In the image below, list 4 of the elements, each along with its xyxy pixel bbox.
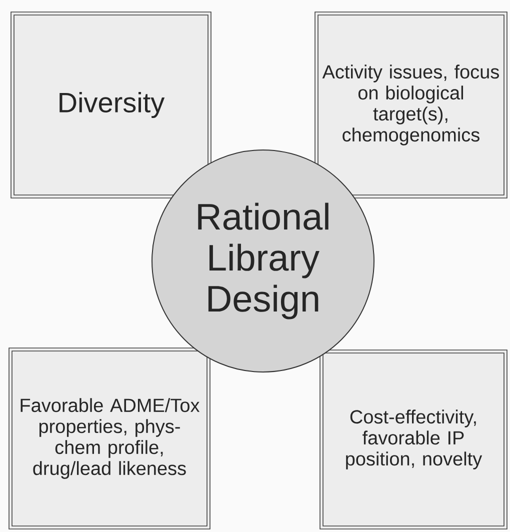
concept-box: Activity issues, focus on biological target(s), chemogenomics [314, 12, 508, 198]
concept-box: Diversity [10, 12, 212, 198]
concept-box: Cost-effectivity, favorable IP position, novelty [320, 350, 508, 530]
concept-box: Favorable ADME/Tox properties, phys-chem profile, drug/lead likeness [8, 348, 210, 530]
